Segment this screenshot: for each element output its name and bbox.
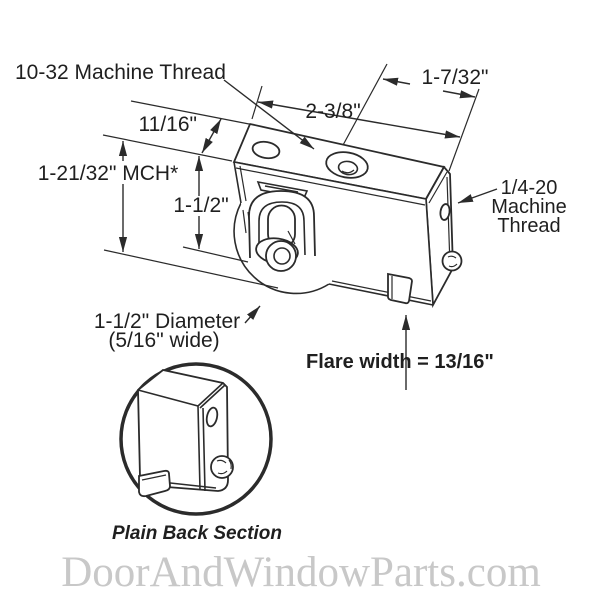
- axle-screw: [255, 237, 299, 272]
- bottom-body-extension-line: [182, 246, 249, 263]
- flare-tab-outline: [387, 272, 413, 305]
- inset-flare-tab: [138, 469, 171, 498]
- label-1-7-32: 1-7/32": [422, 66, 489, 89]
- inset-thread-hole: [205, 406, 219, 428]
- right-corner-extension-line: [448, 88, 480, 172]
- threaded-bore: [337, 160, 359, 176]
- inset-flare-outline: [138, 469, 171, 498]
- label-roller-diameter: 1-1/2" Diameter: [94, 310, 240, 333]
- mounting-hole: [251, 140, 281, 160]
- label-machine: Machine: [491, 196, 567, 218]
- rivet-head: [441, 250, 463, 272]
- side-thread-hole: [439, 203, 451, 221]
- label-10-32-machine-thread: 10-32 Machine Thread: [15, 61, 226, 84]
- countersunk-screw-hole: [325, 151, 369, 179]
- arch-inner: [258, 201, 306, 256]
- bottom-overall-extension-line: [103, 249, 279, 289]
- inset-caption: Plain Back Section: [112, 523, 282, 544]
- thread-detail-line: [341, 169, 355, 174]
- label-1-4-20: 1/4-20: [501, 177, 558, 199]
- flare-tab: [387, 272, 413, 305]
- dimension-arrow-1-7-32-left: [382, 77, 411, 86]
- side-rivet: [441, 250, 463, 272]
- inset-flare-fold-line: [141, 474, 167, 481]
- roller-wheel: [233, 202, 330, 295]
- top-edge-extension-line: [102, 134, 233, 162]
- inset-rivet-head: [210, 455, 234, 479]
- roller-housing: [232, 122, 463, 309]
- dimension-arrow-1-7-32-right: [442, 90, 476, 99]
- sheet-metal-fold-lines: [235, 165, 451, 302]
- inset-housing-edges: [137, 382, 226, 492]
- screw-socket: [273, 247, 291, 265]
- inset-rivet-detail: [216, 459, 232, 475]
- label-backing: [40, 161, 177, 184]
- screw-head: [265, 240, 297, 272]
- label-roller-width: (5/16" wide): [108, 329, 219, 352]
- dimension-labels: 10-32 Machine Thread 1-7/32" 2-3/8" 11/1…: [15, 61, 567, 373]
- leader-arrow-1-4-20: [457, 188, 498, 204]
- watermark: DoorAndWindowParts.com: [61, 549, 541, 596]
- label-2-3-8: 2-3/8": [305, 100, 360, 123]
- dimension-arrow-11-16: [201, 118, 222, 154]
- label-1-21-32-mch: 1-21/32" MCH*: [38, 162, 179, 185]
- rivet-detail-lines: [447, 255, 458, 268]
- label-1-1-2: 1-1/2": [173, 194, 228, 217]
- leader-arrow-roller-diameter: [244, 305, 261, 324]
- label-flare-width: Flare width = 13/16": [306, 351, 494, 373]
- back-edge-extension-line: [130, 100, 250, 125]
- housing-front-edges: [233, 161, 434, 306]
- inset-rivet: [210, 455, 234, 479]
- label-backing: [175, 196, 228, 216]
- slot-detail-line: [287, 230, 296, 245]
- label-thread: Thread: [497, 215, 560, 237]
- left-corner-extension-line: [251, 85, 263, 120]
- plain-back-inset: Plain Back Section: [112, 362, 282, 544]
- label-11-16: 11/16": [139, 113, 197, 136]
- dimension-arrow-2-3-8: [257, 100, 461, 139]
